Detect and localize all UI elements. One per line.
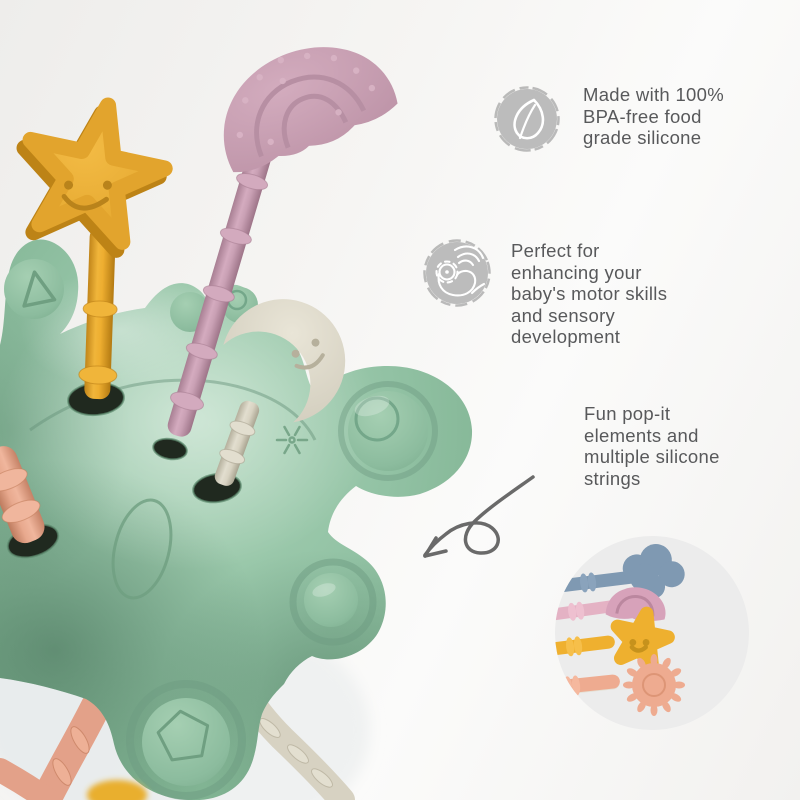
star-stick [8, 91, 175, 400]
inset-sun-tip [623, 654, 685, 716]
star-face [61, 180, 112, 211]
callout-bpa-free: Made with 100% BPA-free food grade silic… [494, 84, 774, 174]
blurred-yellow-prop [87, 780, 147, 800]
moon-stick [214, 299, 346, 486]
peach-string-front [0, 446, 45, 544]
pop-it-bubbles [4, 259, 438, 800]
rainbow-topper [223, 47, 398, 173]
moon-face [291, 338, 325, 370]
hand-drawn-arrow-icon [423, 475, 535, 558]
moon-topper [223, 299, 346, 423]
rainbow-stick [167, 47, 398, 437]
peach-string-legs [0, 691, 111, 800]
embossed-details [111, 425, 309, 600]
callout-bpa-free-text: Made with 100% BPA-free food grade silic… [583, 84, 724, 148]
star-topper [8, 91, 175, 255]
callout-pop-it-text: Fun pop-it elements and multiple silicon… [584, 403, 720, 489]
callout-pop-it: Fun pop-it elements and multiple silicon… [584, 403, 764, 503]
callout-motor-skills-text: Perfect for enhancing your baby's motor … [511, 240, 668, 347]
pinch-hand-icon [422, 238, 492, 308]
strings-closeup-inset [555, 536, 749, 730]
leaf-icon [494, 86, 560, 152]
callout-motor-skills: Perfect for enhancing your baby's motor … [422, 236, 762, 366]
inset-star-string [555, 608, 672, 667]
